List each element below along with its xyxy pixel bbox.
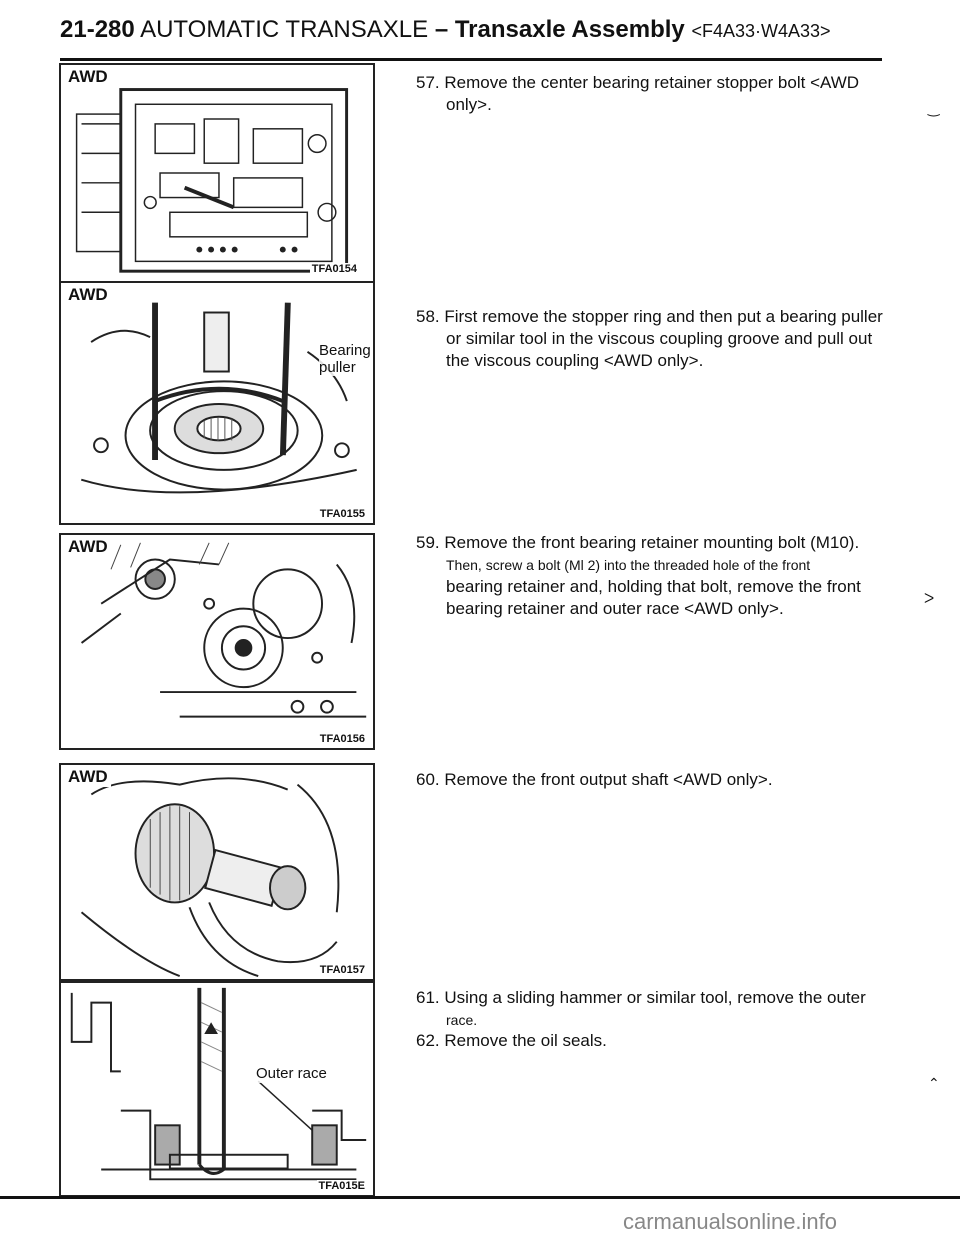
figure-front-output-shaft: AWD TFA0157 [59, 763, 375, 981]
step-59-line4: bearing retainer and outer race <AWD onl… [446, 599, 784, 618]
step-61-line2: race. [446, 1012, 478, 1028]
figure-awd-tag: AWD [65, 67, 111, 87]
step-62-line1: 62. Remove the oil seals. [416, 1031, 607, 1050]
figure-awd-tag: AWD [65, 285, 111, 305]
front-output-shaft-illustration [80, 777, 340, 977]
page-title: 21-280 AUTOMATIC TRANSAXLE – Transaxle A… [60, 16, 831, 44]
watermark: carmanualsonline.info [623, 1209, 838, 1234]
page-header: 21-280 AUTOMATIC TRANSAXLE – Transaxle A… [60, 10, 882, 61]
step-61: 61. Using a sliding hammer or similar to… [416, 987, 896, 1031]
step-60-line1: 60. Remove the front output shaft <AWD o… [416, 770, 773, 789]
figure-valve-body: AWD TFA0154 [59, 63, 375, 283]
outer-race-label: Outer race [256, 1065, 327, 1083]
step-59-line3: bearing retainer and, holding that bolt,… [446, 577, 861, 596]
figure-code: TFA0154 [309, 263, 359, 275]
step-58: 58. First remove the stopper ring and th… [416, 306, 896, 372]
section-name: AUTOMATIC TRANSAXLE [140, 16, 429, 43]
subsection-name: Transaxle Assembly [454, 16, 685, 43]
margin-mark: ‿ [928, 100, 940, 116]
step-57-line1: 57. Remove the center bearing retainer s… [416, 73, 860, 92]
bearing-puller-label: Bearing puller [319, 342, 373, 376]
figure-code: TFA0155 [317, 508, 367, 520]
figure-outer-race: Outer race TFA015E [59, 981, 375, 1197]
step-58-line3: the viscous coupling <AWD only>. [446, 351, 704, 370]
front-bearing-retainer-illustration [80, 542, 367, 718]
valve-body-illustration [75, 88, 349, 273]
outer-race-illustration [70, 987, 367, 1181]
step-57: 57. Remove the center bearing retainer s… [416, 72, 896, 116]
margin-mark: ⌃ [928, 1075, 940, 1091]
figure-code: TFA0156 [317, 733, 367, 745]
step-60: 60. Remove the front output shaft <AWD o… [416, 769, 896, 791]
figure-front-bearing-retainer: AWD TFA0156 [59, 533, 375, 750]
margin-mark: ᐳ [924, 590, 935, 606]
page-number: 21-280 [60, 16, 135, 43]
figure-code: TFA0157 [317, 964, 367, 976]
step-57-line2: only>. [446, 95, 492, 114]
figure-awd-tag: AWD [65, 537, 111, 557]
step-58-line1: 58. First remove the stopper ring and th… [416, 307, 883, 326]
footer-rule [0, 1196, 960, 1199]
figure-bearing-puller: AWD Bearing puller TFA0155 [59, 281, 375, 525]
model-codes: <F4A33·W4A33> [691, 21, 831, 41]
title-dash: – [434, 16, 449, 43]
step-61-line1: 61. Using a sliding hammer or similar to… [416, 988, 866, 1007]
step-59-line2: Then, screw a bolt (Ml 2) into the threa… [446, 557, 811, 573]
step-59: 59. Remove the front bearing retainer mo… [416, 532, 896, 620]
step-59-line1: 59. Remove the front bearing retainer mo… [416, 533, 860, 552]
step-58-line2: or similar tool in the viscous coupling … [446, 329, 873, 348]
bearing-puller-illustration [80, 302, 357, 494]
figure-code: TFA015E [316, 1180, 367, 1192]
header-rule [60, 58, 882, 61]
figure-awd-tag: AWD [65, 767, 111, 787]
step-62: 62. Remove the oil seals. [416, 1030, 896, 1052]
